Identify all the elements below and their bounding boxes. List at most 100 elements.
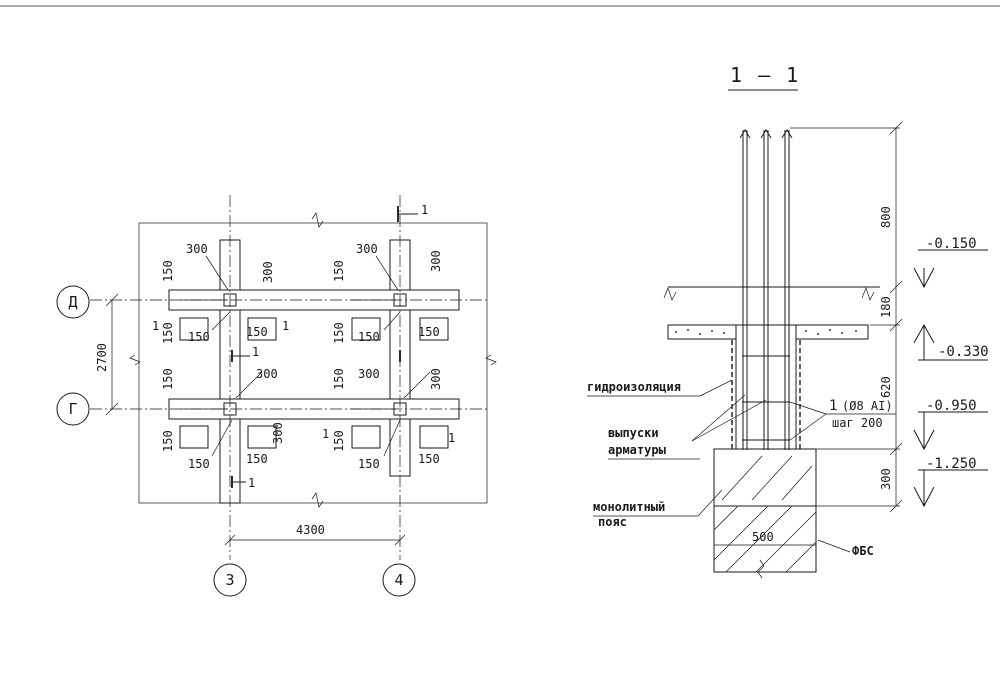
break-mark (757, 559, 765, 579)
cut-mark: 1 (282, 319, 289, 333)
dim-150: 150 (358, 457, 380, 471)
label-belt-line1: монолитный (593, 500, 665, 514)
dim-150: 150 (418, 325, 440, 339)
label-belt-line2: пояс (598, 515, 627, 529)
section-1-1: 1 – 1 (587, 63, 989, 579)
node (247, 317, 277, 341)
label-rebar-line1: выпуски (608, 426, 659, 440)
leader-line (789, 413, 827, 441)
dim-150: 150 (246, 325, 268, 339)
fbs-hatch (713, 505, 817, 573)
label-waterproofing: гидроизоляция (587, 380, 681, 394)
dim-150: 150 (161, 260, 175, 282)
cut-mark: 1 (152, 319, 159, 333)
axis-bubble-d (56, 285, 90, 319)
leader-line (691, 394, 746, 442)
dim-tick (224, 534, 236, 546)
axis-bubble-4 (382, 563, 416, 597)
dim-4300: 4300 (296, 523, 325, 537)
label-rebar-step: шаг 200 (832, 416, 883, 430)
dim-tick (394, 534, 406, 546)
node (351, 317, 381, 341)
axis-bubble-3 (213, 563, 247, 597)
dim-300: 300 (271, 422, 285, 444)
dim-150: 150 (161, 322, 175, 344)
axis-label-g: Г (68, 400, 77, 418)
break-mark (311, 492, 324, 508)
node (179, 317, 209, 341)
axis-label-d: Д (68, 293, 77, 311)
elevation-mark: -0.150 (913, 236, 988, 289)
leader-line (375, 255, 399, 291)
dim-150: 150 (332, 430, 346, 452)
leader-line (383, 311, 401, 331)
dim-300: 300 (261, 261, 275, 283)
node (419, 317, 449, 341)
dim-tick (889, 280, 903, 294)
leader-line (691, 399, 767, 442)
elevation-mark: -0.950 (913, 398, 988, 451)
dim-620: 620 (879, 376, 893, 398)
leader-line (697, 489, 723, 517)
section-title: 1 – 1 (730, 63, 800, 87)
cut-mark: 1 (252, 345, 259, 359)
dim-tick (105, 402, 119, 416)
label-rebar-mark: 1 (829, 398, 837, 414)
cut-mark: 1 (322, 427, 329, 441)
break-mark (861, 286, 875, 301)
axis-bubble-g (56, 392, 90, 426)
dim-300: 300 (256, 367, 278, 381)
label-rebar-spec: (Ø8 AI) (842, 399, 893, 413)
elevation-label: -1.250 (926, 456, 977, 472)
break-mark (311, 212, 324, 228)
leader-line (205, 255, 229, 291)
dim-300: 300 (356, 242, 378, 256)
leader-line (211, 311, 231, 331)
slab-hatch (675, 329, 857, 335)
dim-300: 300 (358, 367, 380, 381)
axis-label-3: 3 (225, 571, 234, 589)
leader-line (383, 419, 401, 457)
leader-line (789, 401, 827, 415)
leader-line (211, 419, 233, 457)
dim-800: 800 (879, 206, 893, 228)
axis-label-4: 4 (394, 571, 403, 589)
monolithic-belt (713, 448, 817, 507)
break-mark (485, 354, 497, 366)
node (419, 425, 449, 449)
dim-150: 150 (161, 430, 175, 452)
dim-150: 150 (246, 452, 268, 466)
dim-150: 150 (418, 452, 440, 466)
elevation-label: -0.950 (926, 398, 977, 414)
fbs-block (713, 505, 817, 573)
dim-tick (105, 293, 119, 307)
elevation-mark: -1.250 (913, 456, 988, 508)
label-rebar-line2: арматуры (608, 443, 667, 457)
leader-line (817, 539, 851, 553)
dim-500: 500 (752, 530, 774, 544)
dim-150: 150 (161, 368, 175, 390)
dim-300: 300 (186, 242, 208, 256)
belt-hatch (721, 455, 813, 501)
slab-right (795, 324, 869, 340)
dim-150: 150 (358, 330, 380, 344)
rebar-break (739, 129, 793, 139)
dim-150: 150 (188, 457, 210, 471)
dim-300: 300 (429, 368, 443, 390)
cut-mark: 1 (421, 203, 428, 217)
label-fbs: ФБС (852, 544, 874, 558)
dim-300: 300 (429, 250, 443, 272)
leader-line (699, 379, 733, 397)
dim-2700: 2700 (95, 343, 109, 372)
node (179, 425, 209, 449)
dim-300: 300 (879, 468, 893, 490)
break-mark (129, 354, 141, 366)
dim-150: 150 (188, 330, 210, 344)
elevation-mark: -0.330 (913, 323, 989, 361)
cut-mark: 1 (448, 431, 455, 445)
column-body (735, 324, 797, 450)
leader-line (403, 371, 431, 399)
elevation-label: -0.150 (926, 236, 977, 252)
